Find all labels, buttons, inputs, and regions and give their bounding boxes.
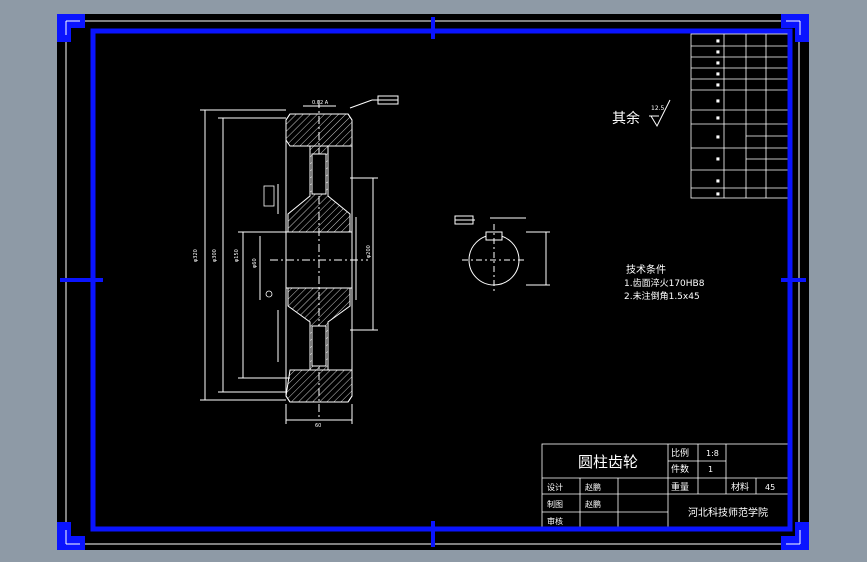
designer-label: 设计 xyxy=(547,482,563,492)
svg-text:60: 60 xyxy=(315,423,321,429)
qty-label: 件数 xyxy=(671,463,689,475)
svg-text:■: ■ xyxy=(716,71,720,76)
surface-finish-note: 其余 12.5 xyxy=(612,99,671,128)
part-name: 圆柱齿轮 xyxy=(578,453,638,471)
weight-label: 重量 xyxy=(671,481,689,493)
svg-text:■: ■ xyxy=(716,191,720,196)
svg-text:■: ■ xyxy=(716,178,720,183)
svg-text:■: ■ xyxy=(716,134,720,139)
material-label: 材料 xyxy=(731,481,749,493)
finish-roughness-value: 12.5 xyxy=(651,105,665,112)
title-block xyxy=(541,443,789,531)
drafter-value: 赵鹏 xyxy=(585,499,601,509)
svg-text:0.02 A: 0.02 A xyxy=(312,100,329,106)
svg-text:■: ■ xyxy=(716,49,720,54)
tech-requirements-title: 技术条件 xyxy=(626,263,666,276)
reviewer-label: 审核 xyxy=(547,516,563,526)
svg-text:φ300: φ300 xyxy=(212,249,218,262)
tech-requirement-1: 1.齿面淬火170HB8 xyxy=(624,277,705,289)
svg-text:φ60: φ60 xyxy=(252,258,258,268)
gear-hatching xyxy=(285,113,353,403)
finish-label: 其余 xyxy=(612,110,640,127)
designer-value: 赵鹏 xyxy=(585,482,601,492)
qty-value: 1 xyxy=(708,465,713,474)
hub-keyway-view xyxy=(454,215,550,294)
svg-text:φ320: φ320 xyxy=(193,249,199,262)
tech-requirements: 技术条件 1.齿面淬火170HB8 2.未注倒角1.5x45 xyxy=(624,263,705,302)
drafter-label: 制图 xyxy=(547,499,563,509)
scale-label: 比例 xyxy=(671,447,689,459)
material-value: 45 xyxy=(765,483,775,492)
svg-text:■: ■ xyxy=(716,98,720,103)
scale-value: 1:8 xyxy=(706,449,719,458)
svg-text:■: ■ xyxy=(716,156,720,161)
tech-requirement-2: 2.未注倒角1.5x45 xyxy=(624,290,700,302)
svg-text:■: ■ xyxy=(716,115,720,120)
school-name: 河北科技师范学院 xyxy=(688,506,768,519)
svg-text:■: ■ xyxy=(716,60,720,65)
blue-frame xyxy=(60,17,806,547)
svg-text:φ150: φ150 xyxy=(234,249,240,262)
svg-text:φ200: φ200 xyxy=(366,245,372,258)
roughness-symbol xyxy=(650,99,671,128)
svg-text:■: ■ xyxy=(716,82,720,87)
svg-text:■: ■ xyxy=(716,38,720,43)
